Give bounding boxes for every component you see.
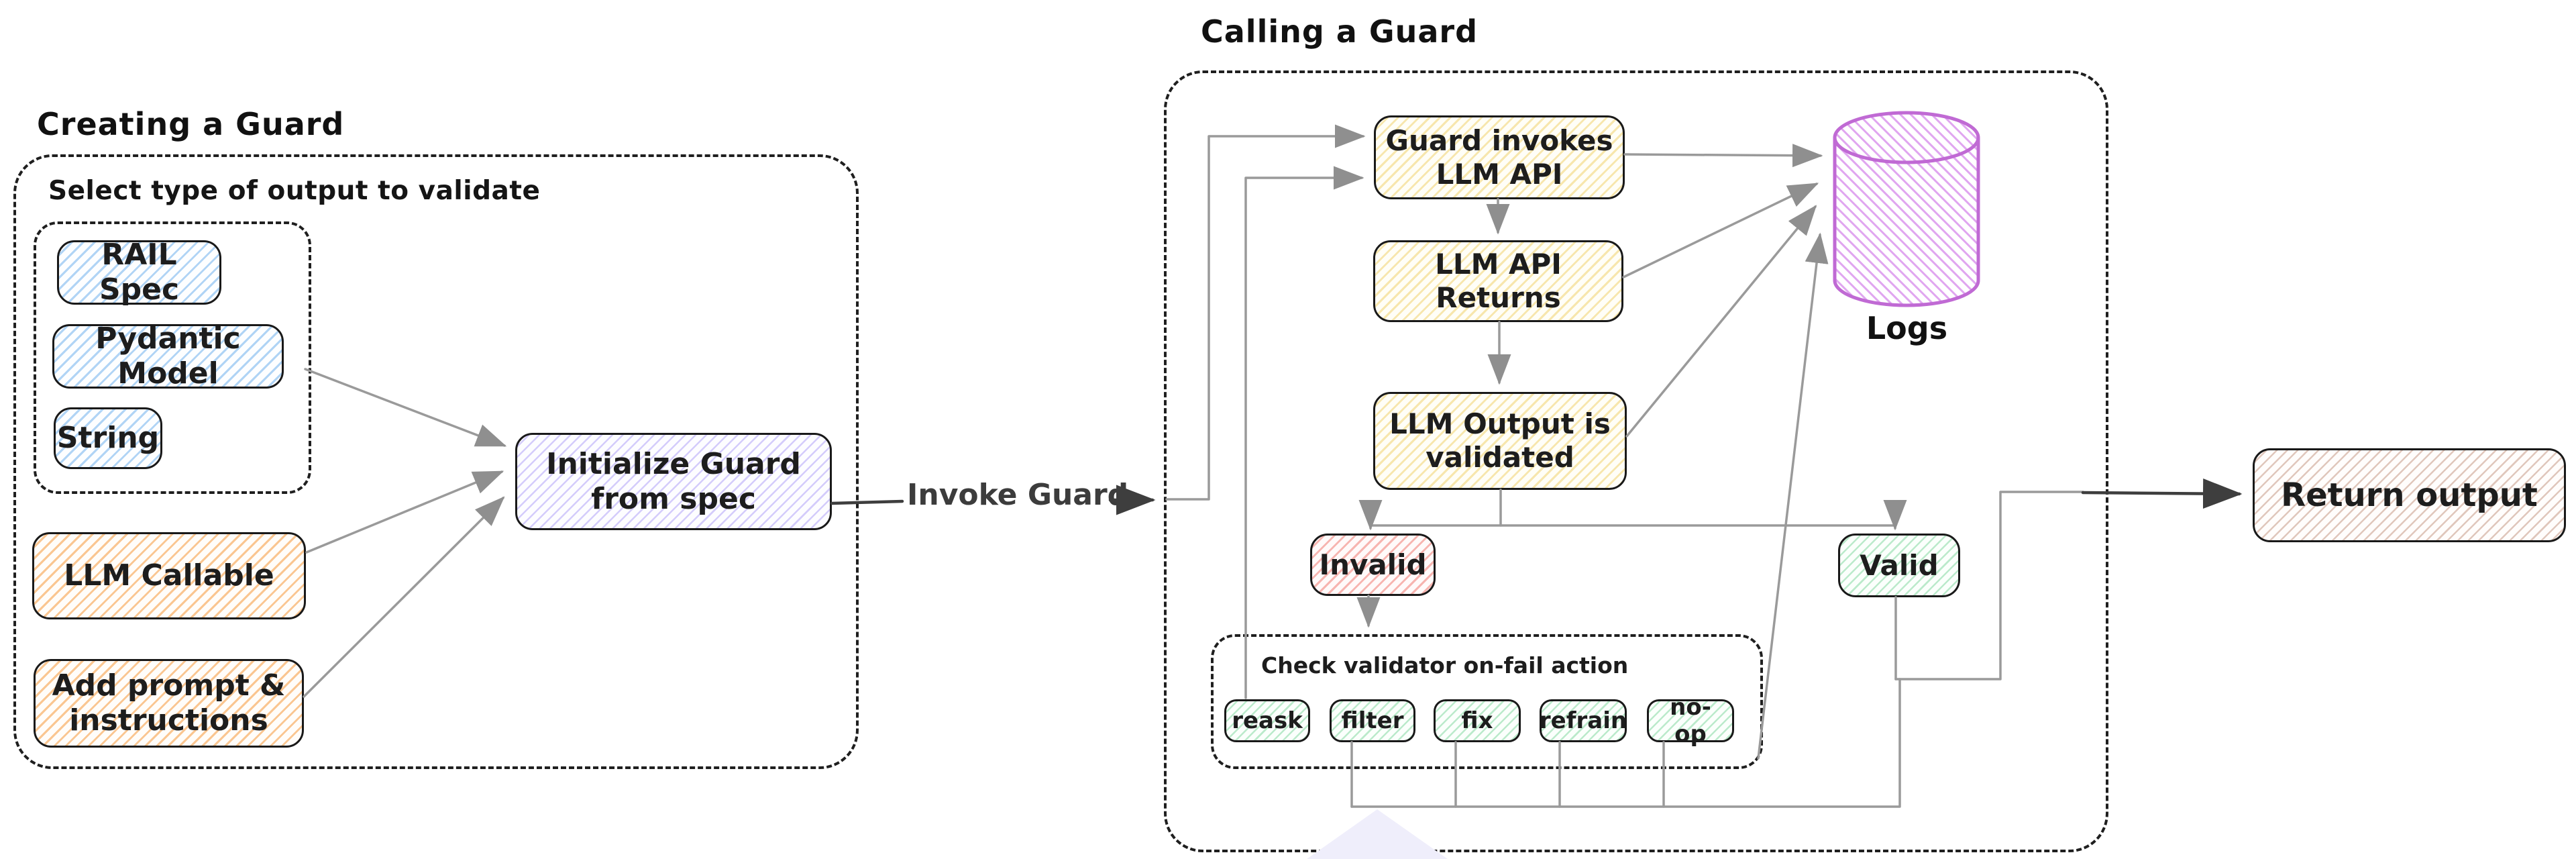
node-return-output-label: Return output (2281, 476, 2538, 514)
node-llm-output-validated: LLM Output is validated (1373, 392, 1627, 490)
node-rail-spec-label: RAIL Spec (99, 238, 180, 307)
node-action-filter: filter (1330, 699, 1415, 742)
node-action-fix-label: fix (1461, 707, 1493, 734)
node-llm-callable-label: LLM Callable (64, 558, 274, 593)
node-action-reask-label: reask (1232, 707, 1303, 734)
onfail-heading: Check validator on-fail action (1261, 652, 1629, 678)
output-type-options-container (34, 221, 311, 494)
node-llm-api-returns: LLM API Returns (1373, 240, 1623, 322)
node-initialize-guard: Initialize Guard from spec (515, 433, 832, 530)
node-action-noop: no-op (1647, 694, 1734, 748)
node-action-reask: reask (1224, 699, 1310, 742)
node-action-refrain-label: refrain (1539, 707, 1627, 734)
node-guard-invokes-llm-api: Guard invokes LLM API (1374, 115, 1625, 199)
calling-a-guard-container (1164, 70, 2108, 852)
node-action-fix: fix (1434, 699, 1521, 742)
node-add-prompt-instructions: Add prompt & instructions (34, 659, 304, 748)
node-pydantic-model-label: Pydantic Model (95, 321, 241, 391)
node-valid: Valid (1838, 534, 1960, 597)
invoke-guard-arrow-label: Invoke Guard (907, 478, 1129, 512)
node-action-noop-label: no-op (1670, 693, 1711, 748)
logs-database-label: Logs (1866, 310, 1948, 346)
node-pydantic-model: Pydantic Model (52, 321, 284, 391)
node-add-prompt-instructions-label: Add prompt & instructions (52, 668, 286, 738)
node-guard-invokes-llm-api-label: Guard invokes LLM API (1385, 123, 1613, 191)
node-action-refrain: refrain (1540, 699, 1627, 742)
node-llm-output-validated-label: LLM Output is validated (1389, 407, 1611, 474)
node-action-filter-label: filter (1341, 707, 1404, 734)
node-invalid-label: Invalid (1319, 548, 1427, 581)
node-return-output: Return output (2253, 448, 2566, 542)
section-label-calling-a-guard: Calling a Guard (1201, 13, 1479, 50)
node-string-label: String (56, 421, 160, 456)
select-output-type-heading: Select type of output to validate (48, 176, 541, 206)
node-valid-label: Valid (1860, 548, 1939, 582)
creating-a-guard-container (13, 154, 859, 769)
node-invalid: Invalid (1310, 534, 1436, 596)
section-label-creating-a-guard: Creating a Guard (37, 106, 345, 142)
node-llm-callable: LLM Callable (32, 532, 306, 619)
node-rail-spec: RAIL Spec (57, 238, 221, 307)
node-llm-api-returns-label: LLM API Returns (1435, 248, 1562, 314)
node-initialize-guard-label: Initialize Guard from spec (546, 446, 801, 516)
node-string: String (54, 407, 162, 469)
